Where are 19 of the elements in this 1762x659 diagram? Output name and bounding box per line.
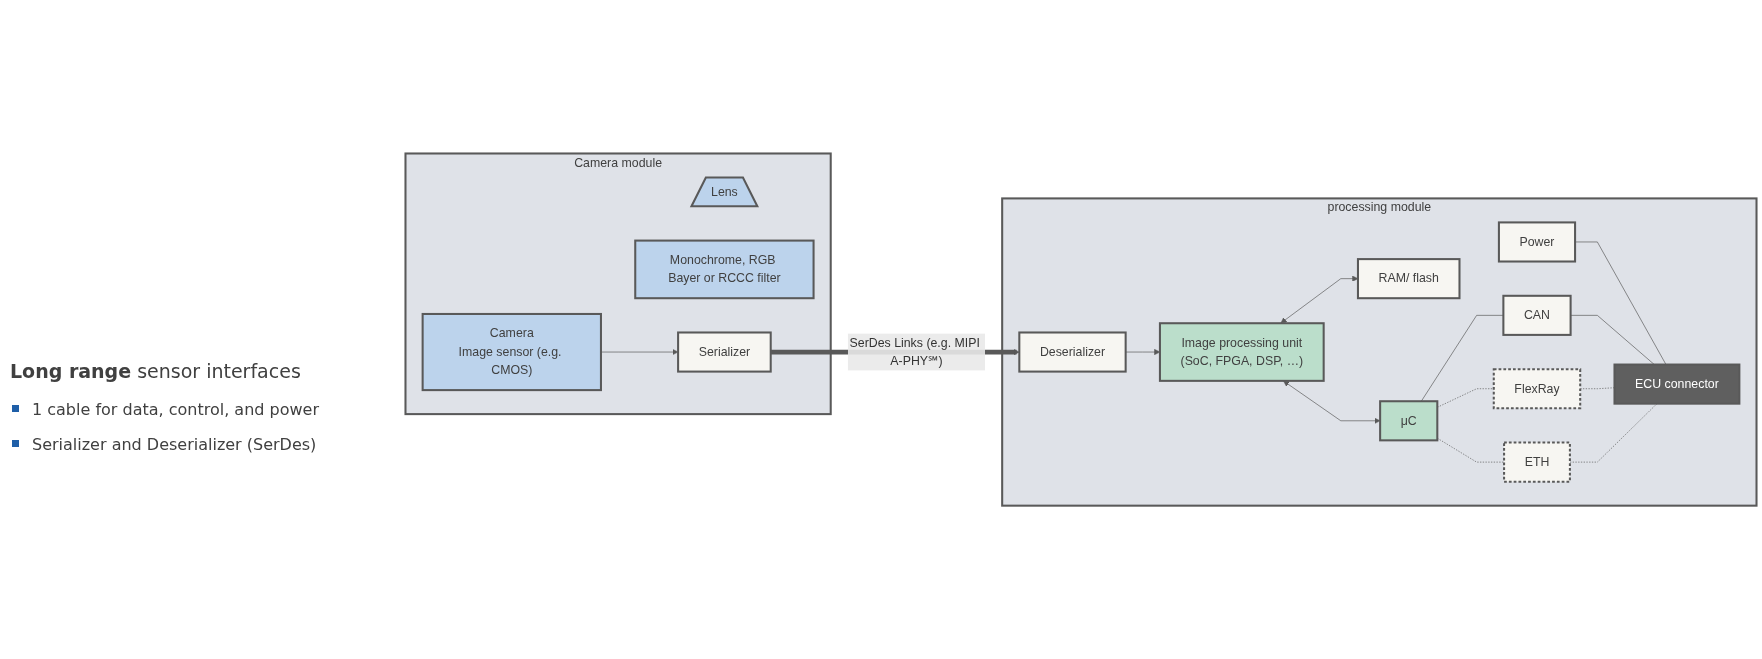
node-box: Deserializer: [1018, 331, 1127, 373]
node-box: CAN: [1502, 294, 1572, 336]
node-box: ECU connector: [1613, 363, 1741, 405]
connector: [1570, 314, 1655, 365]
node-box: Camera Image sensor (e.g. CMOS): [421, 312, 602, 392]
section-heading: Long range sensor interfaces: [10, 360, 302, 382]
node-box: RAM/ flash: [1356, 258, 1461, 300]
node-box: FlexRay: [1492, 368, 1582, 410]
bullet-text: 1 cable for data, control, and power: [32, 400, 400, 419]
node-box: Image processing unit (SoC, FPGA, DSP, …): [1158, 322, 1325, 382]
edge-label: SerDes Links (e.g. MIPI A-PHY℠): [849, 335, 980, 368]
node-box: Serializer: [677, 331, 772, 373]
connector: [1569, 403, 1658, 463]
node-box: Monochrome, RGB Bayer or RCCC filter: [634, 239, 815, 300]
node-box: Power: [1497, 221, 1577, 263]
node-box: μC: [1379, 400, 1439, 442]
connector: [1420, 314, 1504, 402]
bullet-text: Serializer and Deserializer (SerDes): [32, 435, 400, 454]
node-box: ETH: [1503, 441, 1571, 483]
